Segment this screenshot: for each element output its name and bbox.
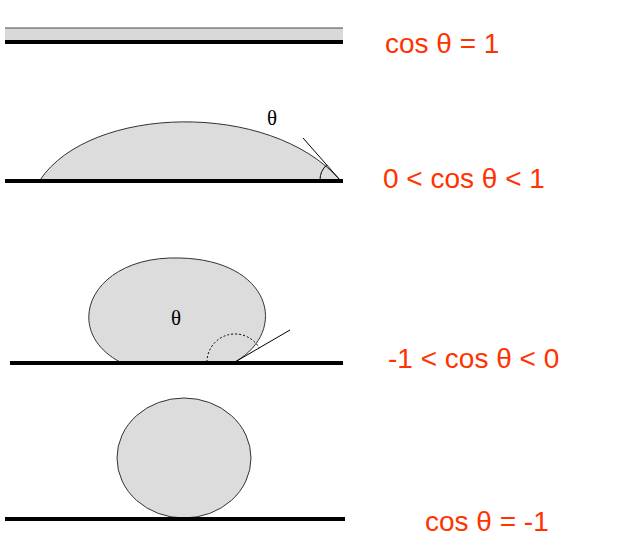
angle-symbol: θ bbox=[171, 306, 181, 330]
condition-label: cos θ = -1 bbox=[425, 506, 549, 538]
substrate-line bbox=[5, 517, 345, 521]
angle-symbol: θ bbox=[267, 106, 277, 130]
liquid-drop bbox=[117, 398, 251, 518]
tangent-line bbox=[303, 138, 340, 180]
liquid-drop bbox=[40, 122, 340, 180]
substrate-line bbox=[10, 361, 343, 365]
substrate-line bbox=[5, 179, 343, 183]
film-surface bbox=[5, 28, 343, 29]
condition-label: -1 < cos θ < 0 bbox=[388, 343, 559, 375]
substrate-line bbox=[5, 40, 343, 44]
angle-arc bbox=[320, 165, 327, 180]
condition-label: cos θ = 1 bbox=[385, 28, 499, 60]
liquid-drop bbox=[89, 258, 266, 362]
condition-label: 0 < cos θ < 1 bbox=[383, 163, 545, 195]
liquid-film bbox=[5, 28, 343, 40]
angle-arc bbox=[207, 334, 259, 362]
